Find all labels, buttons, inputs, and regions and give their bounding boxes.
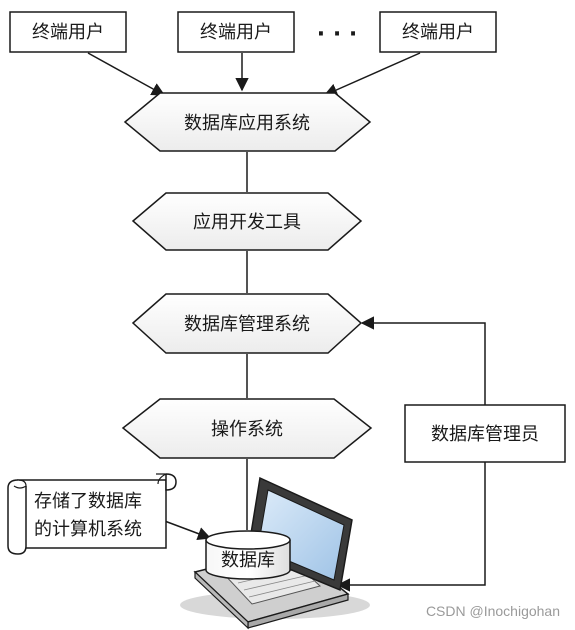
- end-user-2-label: 终端用户: [200, 22, 272, 43]
- users-ellipsis: · · ·: [317, 22, 357, 47]
- arrow-user1-to-app: [87, 52, 166, 96]
- layer-dbms-label: 数据库管理系统: [184, 314, 310, 335]
- arrow-user3-to-app: [323, 52, 421, 97]
- layer-dev-tools: 应用开发工具: [131, 192, 363, 251]
- scroll-note-line-2: 的计算机系统: [34, 519, 142, 540]
- arrow-dba-to-computer: [336, 462, 486, 592]
- layer-os: 操作系统: [121, 398, 373, 459]
- database-cylinder: 数据库: [205, 530, 291, 580]
- scroll-note-line-1: 存储了数据库: [34, 491, 142, 512]
- layer-os-label: 操作系统: [211, 419, 283, 440]
- database-label: 数据库: [221, 550, 275, 571]
- end-user-1-label: 终端用户: [32, 22, 104, 43]
- connector-lines: [87, 52, 486, 592]
- end-user-3: 终端用户: [379, 11, 497, 53]
- watermark: CSDN @Inochigohan: [426, 603, 560, 619]
- end-user-1: 终端用户: [9, 11, 127, 53]
- layer-dbms: 数据库管理系统: [131, 293, 363, 354]
- layer-db-app-system: 数据库应用系统: [123, 92, 372, 152]
- arrow-note-to-computer: [161, 519, 212, 541]
- dba-box: 数据库管理员: [404, 404, 566, 463]
- dba-label: 数据库管理员: [431, 424, 539, 445]
- arrow-dba-to-dbms: [360, 316, 486, 405]
- layer-dev-tools-label: 应用开发工具: [193, 212, 301, 233]
- end-user-2: 终端用户: [177, 11, 295, 53]
- end-user-3-label: 终端用户: [402, 22, 474, 43]
- layer-db-app-system-label: 数据库应用系统: [184, 113, 310, 134]
- scroll-note: 存储了数据库 的计算机系统: [7, 473, 177, 555]
